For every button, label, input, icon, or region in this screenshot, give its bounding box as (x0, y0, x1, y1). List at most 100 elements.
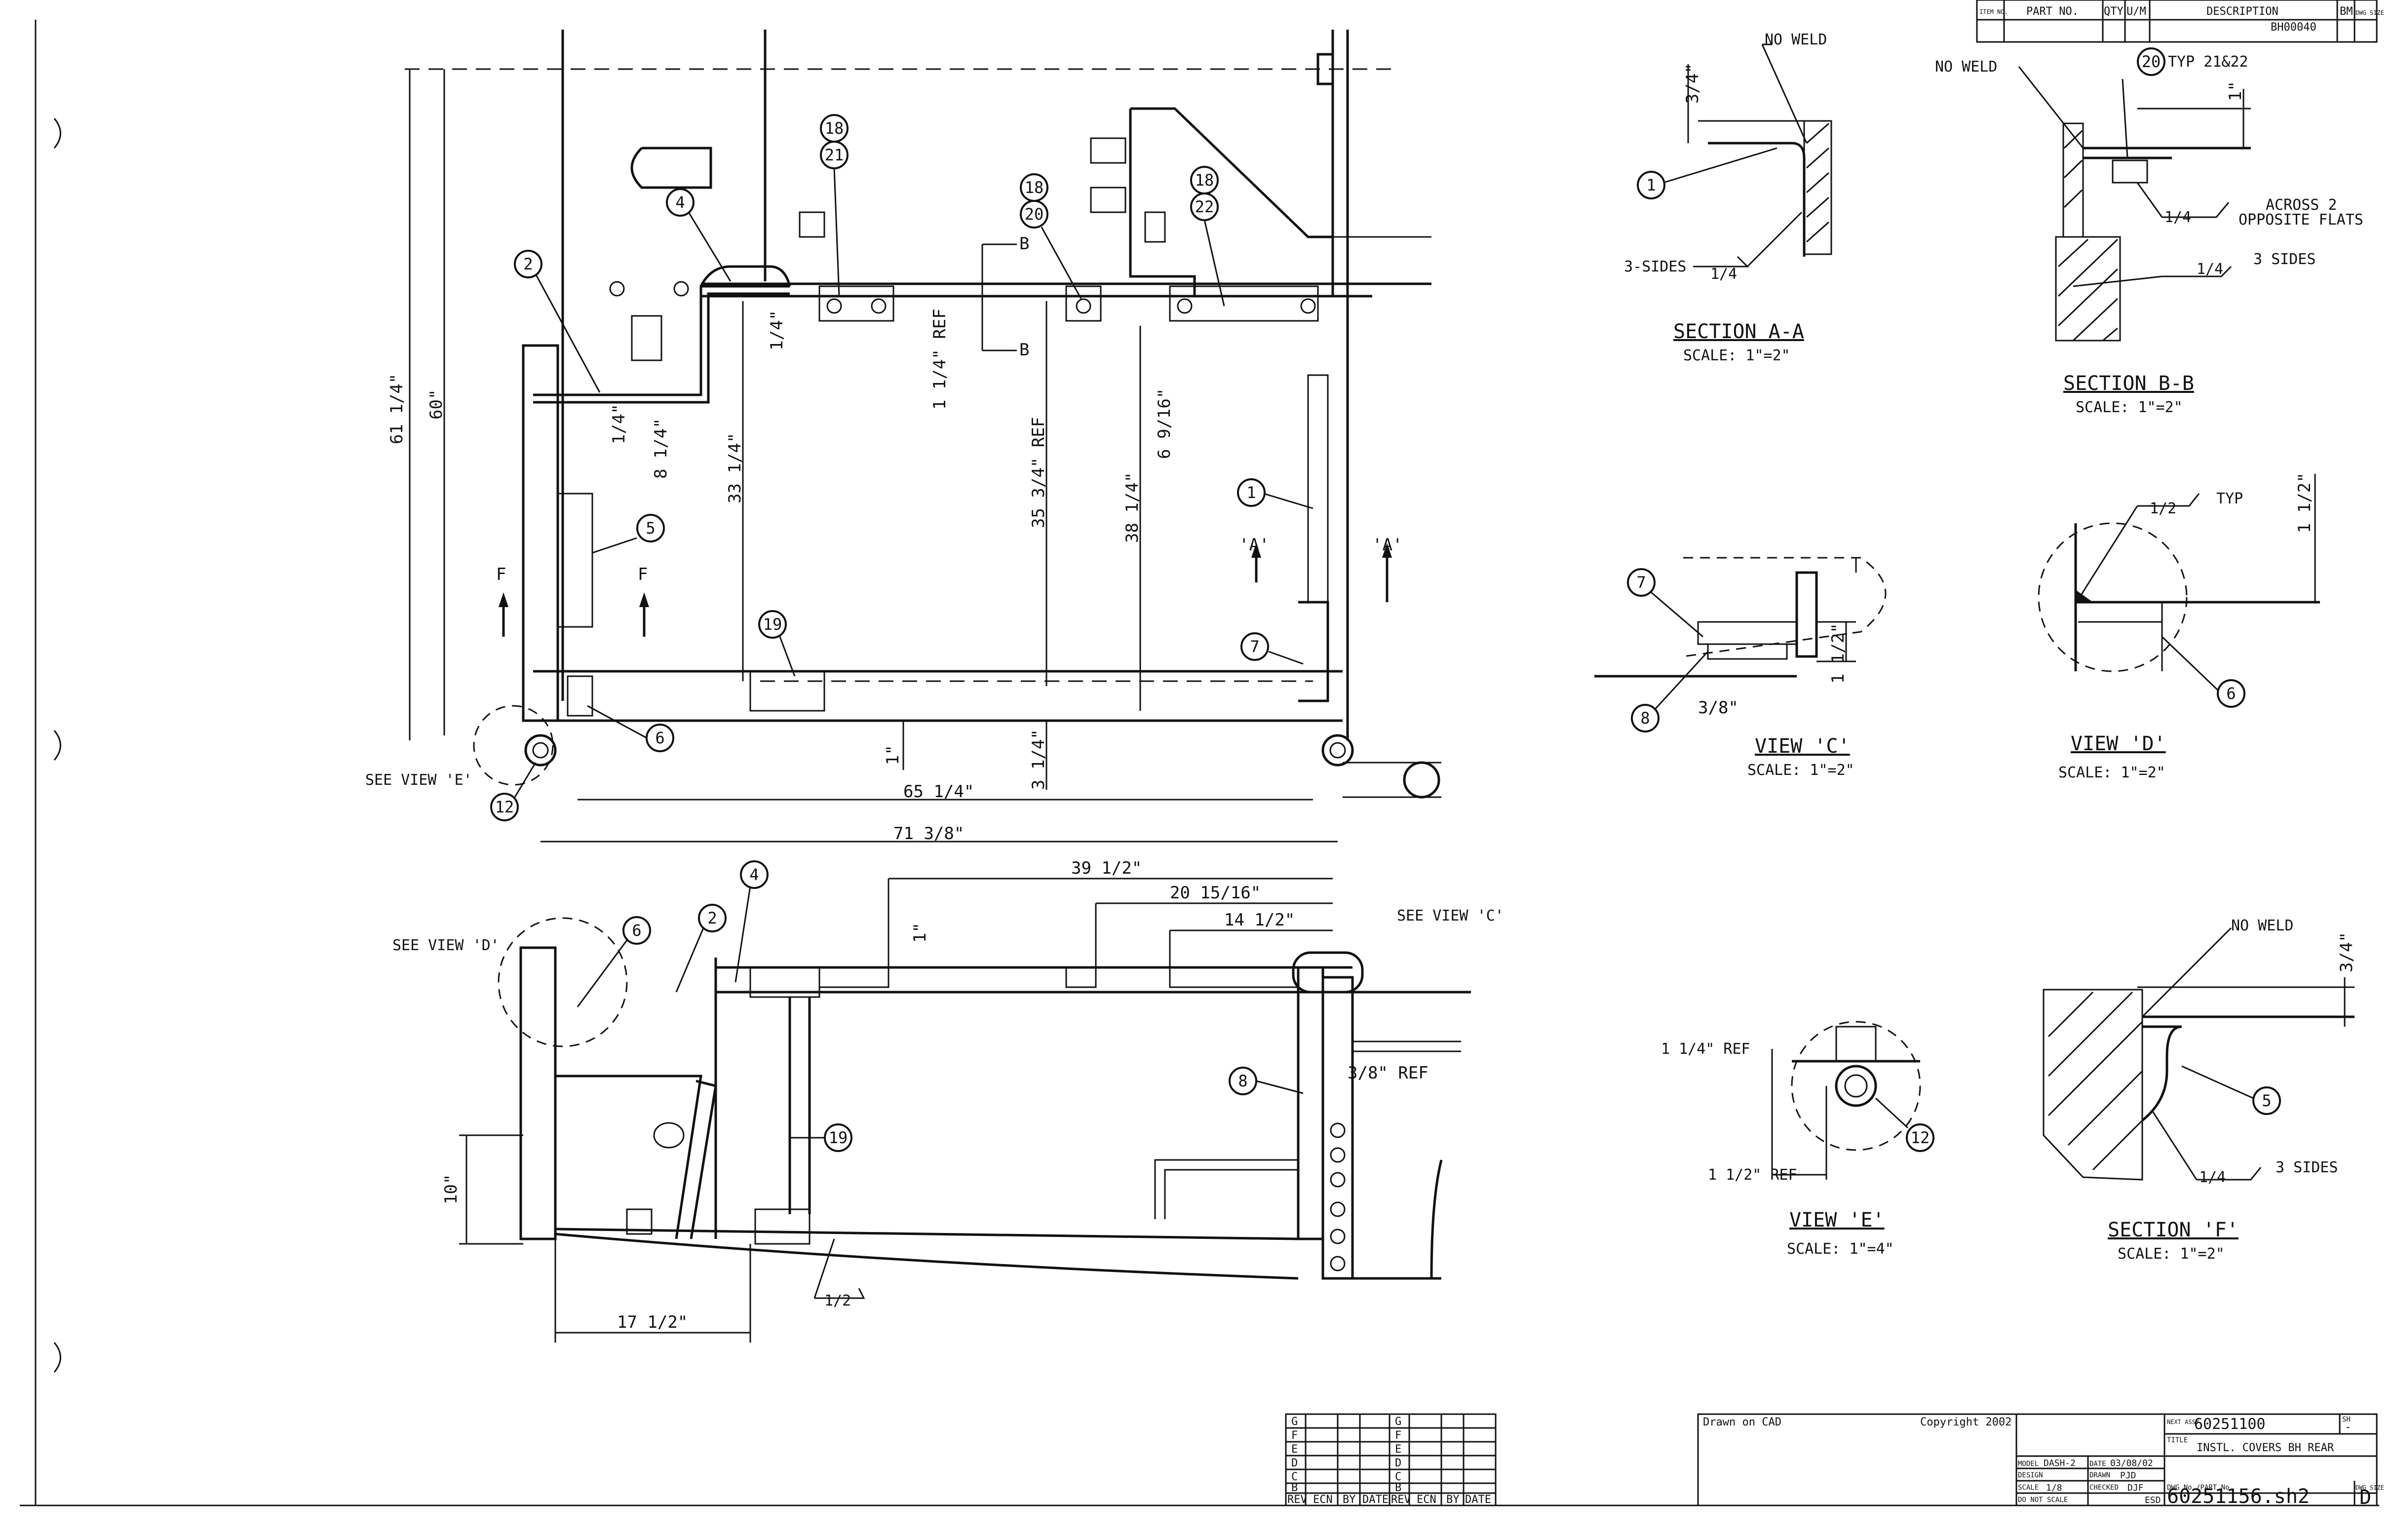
parts-ref: BH00040 (2271, 21, 2317, 34)
balloon-2: 2 (514, 250, 601, 393)
c-dim-1: 1 1/2" (1828, 623, 1848, 684)
dim-61-1-4: 61 1/4" (387, 374, 407, 444)
tb-drawn-on: Drawn on CAD (1703, 1416, 1781, 1428)
balloon-7-c: 7 (1627, 568, 1703, 638)
balloon-12-e: 12 (1875, 1097, 1934, 1152)
svg-text:20: 20 (2142, 52, 2161, 71)
tb-drawn: PJD (2120, 1470, 2136, 1481)
f-weld: 1/4 (2199, 1169, 2226, 1186)
d-dim: 1 1/2" (2295, 472, 2315, 533)
bb-across: ACROSS 2 (2266, 196, 2337, 214)
dim-38-1-4: 38 1/4" (1122, 472, 1142, 543)
svg-text:6: 6 (632, 921, 641, 940)
view-d: 1/2 TYP 1 1/2" 6 VIEW 'D' SCALE: 1"=2" (2038, 472, 2320, 781)
f-title: SECTION 'F' (2108, 1219, 2239, 1241)
tb-date: 03/08/02 (2110, 1458, 2153, 1468)
balloon-6: 6 (587, 705, 674, 752)
tb-design-label: DESIGN (2018, 1471, 2043, 1479)
balloon-8-c: 8 (1631, 651, 1709, 732)
svg-text:4: 4 (749, 865, 759, 884)
bb-weld-1: 1/4 (2164, 209, 2191, 226)
tb-esd: ESD (2145, 1495, 2161, 1505)
tb-dwg-size-label: DWG SIZE (2356, 1484, 2384, 1491)
rev-letter-b-left: B (1291, 1482, 1298, 1494)
parts-col-item: ITEM NO. (1979, 8, 2008, 15)
svg-text:4: 4 (675, 193, 685, 212)
sheet-frame (20, 20, 2379, 1506)
balloon-18-22: 18 22 (1190, 166, 1225, 307)
svg-text:8: 8 (1640, 709, 1650, 728)
rev-letter-e-right: E (1395, 1443, 1401, 1456)
balloon-18-20: 18 20 (1020, 173, 1082, 299)
rev-header-rev-2: REV (1391, 1494, 1411, 1506)
aa-title: SECTION A-A (1673, 320, 1804, 343)
aa-scale: SCALE: 1"=2" (1683, 347, 1790, 364)
dim-10: 10" (441, 1174, 461, 1204)
revision-block: G F E D C B G F E D C B REV ECN BY DATE … (1285, 1413, 1497, 1506)
parts-col-part-no: PART NO. (2026, 5, 2079, 18)
bb-title: SECTION B-B (2063, 372, 2194, 395)
balloon-4: 4 (666, 188, 732, 282)
e-ref-2: 1 1/2" REF (1708, 1166, 1797, 1184)
svg-text:8: 8 (1238, 1072, 1247, 1090)
rev-letter-c-right: C (1395, 1471, 1401, 1483)
svg-text:5: 5 (646, 519, 655, 538)
dim-65-1-4: 65 1/4" (903, 782, 974, 802)
dim-1-side: 1" (910, 923, 930, 943)
svg-text:19: 19 (829, 1128, 848, 1147)
balloon-7: 7 (1240, 632, 1304, 665)
c-title: VIEW 'C' (1755, 735, 1850, 758)
rev-letter-d-left: D (1291, 1457, 1298, 1469)
marker-b-top: B (1019, 234, 1029, 254)
c-dim-2: 3/8" (1698, 698, 1738, 718)
tb-date-label: DATE (2089, 1460, 2106, 1468)
svg-text:2: 2 (523, 255, 533, 273)
rev-letter-c-left: C (1291, 1471, 1298, 1483)
marker-a-right: 'A' (1372, 535, 1402, 555)
dim-71-3-8: 71 3/8" (893, 824, 964, 844)
rev-header-by-2: BY (1446, 1494, 1460, 1506)
balloon-5-f: 5 (2181, 1065, 2281, 1115)
view-c: 1 1/2" 3/8" 7 8 VIEW 'C' SCALE: 1"=2" (1594, 557, 1887, 779)
bb-scale: SCALE: 1"=2" (2076, 399, 2183, 416)
balloon-8-side: 8 (1229, 1067, 1304, 1095)
rev-header-ecn-1: ECN (1313, 1494, 1333, 1506)
rev-letter-d-right: D (1395, 1457, 1401, 1469)
balloon-4-side: 4 (734, 860, 769, 983)
marker-b-bottom: B (1019, 340, 1029, 360)
section-a-a: NO WELD 3/4" 3-SIDES 1/4 1 SECTION A-A S… (1624, 31, 1832, 364)
balloon-5: 5 (592, 514, 665, 554)
tb-title: INSTL. COVERS BH REAR (2197, 1442, 2334, 1454)
note-see-view-c: SEE VIEW 'C' (1397, 907, 1504, 924)
f-scale: SCALE: 1"=2" (2118, 1245, 2225, 1263)
tb-checked-label: CHECKED (2089, 1484, 2119, 1492)
rev-header-date-1: DATE (1362, 1494, 1389, 1506)
main-plan-view: 61 1/4" 60" 1/4" 8 1/4" 33 1/4" 1/4" 1 1… (365, 30, 1441, 844)
section-b-b: NO WELD 20 TYP 21&22 1" ACROSS 2 OPPOSIT… (1935, 47, 2363, 416)
dim-3-8-ref: 3/8" REF (1348, 1063, 1429, 1083)
rev-letter-g-right: G (1395, 1416, 1401, 1428)
dim-1-1-4-ref: 1 1/4" REF (930, 308, 950, 410)
aa-sides: 3-SIDES (1624, 258, 1686, 275)
dim-1-4-a: 1/4" (609, 404, 629, 444)
rev-letter-g-left: G (1291, 1416, 1298, 1428)
svg-text:5: 5 (2262, 1091, 2271, 1110)
svg-text:22: 22 (1195, 197, 1214, 216)
tb-next-assy: 60251100 (2194, 1416, 2266, 1433)
svg-text:6: 6 (2226, 684, 2236, 703)
dim-3-1-4: 3 1/4" (1029, 729, 1048, 790)
marker-f-right: F (638, 565, 648, 584)
svg-text:7: 7 (1636, 573, 1646, 592)
balloon-6-side: 6 (577, 916, 651, 1007)
tb-dwg-size: D (2359, 1486, 2371, 1509)
weld-symbol-side: 1/2 (824, 1292, 851, 1309)
balloon-12: 12 (490, 762, 537, 821)
tb-checked: DJF (2127, 1483, 2144, 1493)
dim-1-4-b: 1/4" (767, 310, 787, 350)
bb-weld-2: 1/4 (2197, 261, 2223, 278)
parts-col-bm: BM (2340, 5, 2353, 18)
f-sides: 3 SIDES (2276, 1159, 2338, 1176)
dim-8-1-4: 8 1/4" (651, 418, 671, 479)
parts-col-um: U/M (2126, 5, 2146, 18)
